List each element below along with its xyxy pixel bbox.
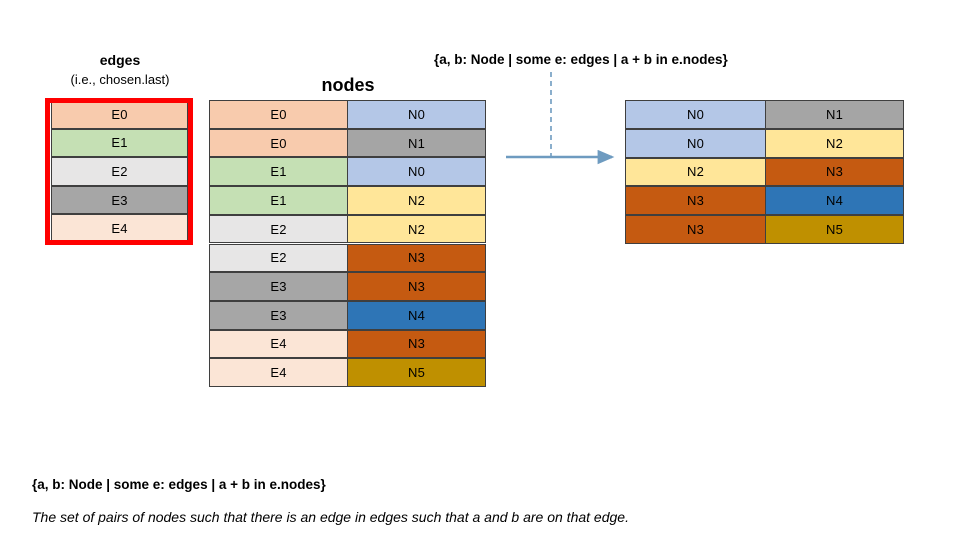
result-cell-left: N0 [625, 128, 766, 158]
header-formula: {a, b: Node | some e: edges | a + b in e… [434, 52, 728, 67]
result-cell-right: N1 [765, 100, 904, 129]
result-cell-left: N2 [625, 157, 766, 187]
nodes-cell-edge: E1 [209, 186, 348, 215]
edges-cell-E1: E1 [51, 128, 188, 158]
result-cell-right: N2 [765, 128, 904, 158]
nodes-cell-node: N3 [347, 272, 486, 301]
nodes-cell-node: N0 [347, 157, 486, 187]
result-cell-right: N3 [765, 157, 904, 187]
edges-cell-E3: E3 [51, 185, 188, 215]
result-cell-left: N0 [625, 100, 766, 129]
edges-subtitle-label: (i.e., chosen.last) [70, 72, 170, 87]
result-cell-right: N4 [765, 186, 904, 216]
nodes-cell-node: N1 [347, 128, 486, 158]
edges-cell-E4: E4 [51, 214, 188, 243]
edges-cell-E0: E0 [51, 100, 188, 129]
nodes-cell-node: N3 [347, 329, 486, 359]
nodes-cell-node: N5 [347, 358, 486, 387]
edges-title-label: edges [99, 52, 141, 68]
nodes-cell-edge: E0 [209, 100, 348, 129]
nodes-cell-node: N3 [347, 243, 486, 273]
footer-formula: {a, b: Node | some e: edges | a + b in e… [32, 477, 326, 492]
result-cell-left: N3 [625, 186, 766, 216]
footer-explanation: The set of pairs of nodes such that ther… [32, 509, 629, 525]
nodes-cell-edge: E4 [209, 329, 348, 359]
result-cell-right: N5 [765, 215, 904, 244]
result-cell-left: N3 [625, 215, 766, 244]
nodes-cell-edge: E3 [209, 272, 348, 301]
nodes-cell-node: N2 [347, 214, 486, 244]
nodes-cell-node: N4 [347, 300, 486, 330]
nodes-cell-edge: E2 [209, 214, 348, 244]
nodes-cell-edge: E0 [209, 128, 348, 158]
nodes-cell-node: N2 [347, 186, 486, 215]
nodes-cell-edge: E3 [209, 300, 348, 330]
nodes-cell-edge: E2 [209, 243, 348, 273]
nodes-cell-edge: E1 [209, 157, 348, 187]
nodes-title-label: nodes [321, 75, 375, 95]
edges-cell-E2: E2 [51, 157, 188, 186]
nodes-cell-edge: E4 [209, 358, 348, 387]
nodes-cell-node: N0 [347, 100, 486, 129]
